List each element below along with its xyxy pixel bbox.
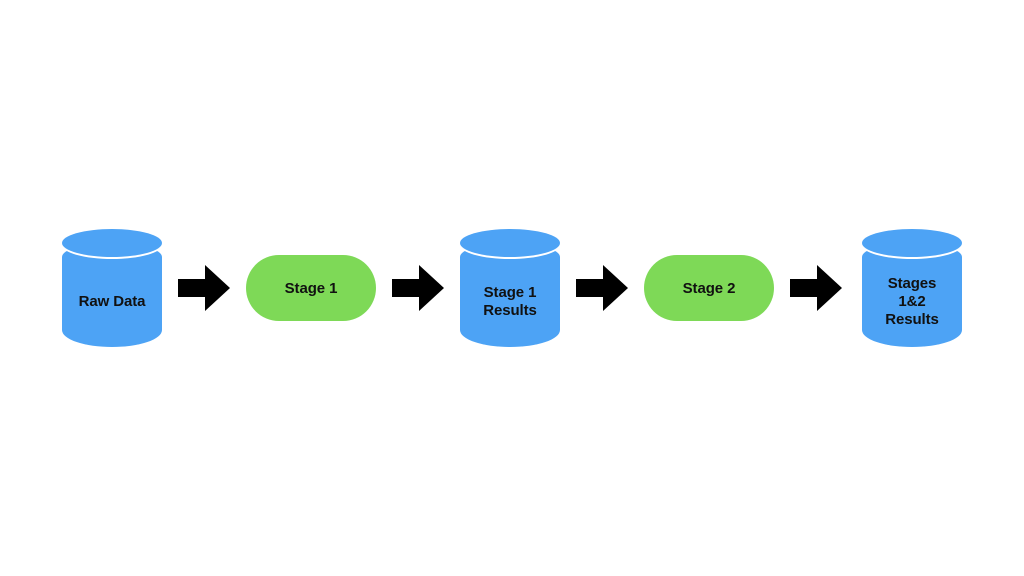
arrow-right-icon [790, 262, 842, 314]
arrow-right-icon [178, 262, 230, 314]
arrow-right-icon [392, 262, 444, 314]
label-line: 1&2 [898, 292, 926, 310]
cylinder-top-ellipse [460, 229, 560, 257]
node-label-stage-1-results: Stage 1 Results [460, 257, 560, 347]
cylinder-body [862, 243, 962, 347]
node-label-stage-1: Stage 1 [284, 279, 338, 297]
node-stage-1[interactable]: Stage 1 [246, 255, 376, 321]
node-stage-1-results[interactable]: Stage 1 Results [460, 229, 560, 347]
arrow-right-icon [576, 262, 628, 314]
cylinder-top-ellipse [62, 229, 162, 257]
cylinder-top-ellipse [862, 229, 962, 257]
label-line: Stage 1 [483, 283, 537, 301]
node-label-stage-2: Stage 2 [682, 279, 736, 297]
node-stage-2[interactable]: Stage 2 [644, 255, 774, 321]
label-line: Results [885, 311, 939, 329]
node-label-raw-data: Raw Data [62, 257, 162, 347]
node-label-stages-1-2-results: Stages 1&2 Results [862, 257, 962, 347]
node-stages-1-2-results[interactable]: Stages 1&2 Results [862, 229, 962, 347]
cylinder-body [460, 243, 560, 347]
node-raw-data[interactable]: Raw Data [62, 229, 162, 347]
label-line: Raw Data [78, 292, 146, 310]
label-line: Results [483, 302, 537, 319]
label-line: Stages [887, 274, 937, 292]
cylinder-body [62, 243, 162, 347]
